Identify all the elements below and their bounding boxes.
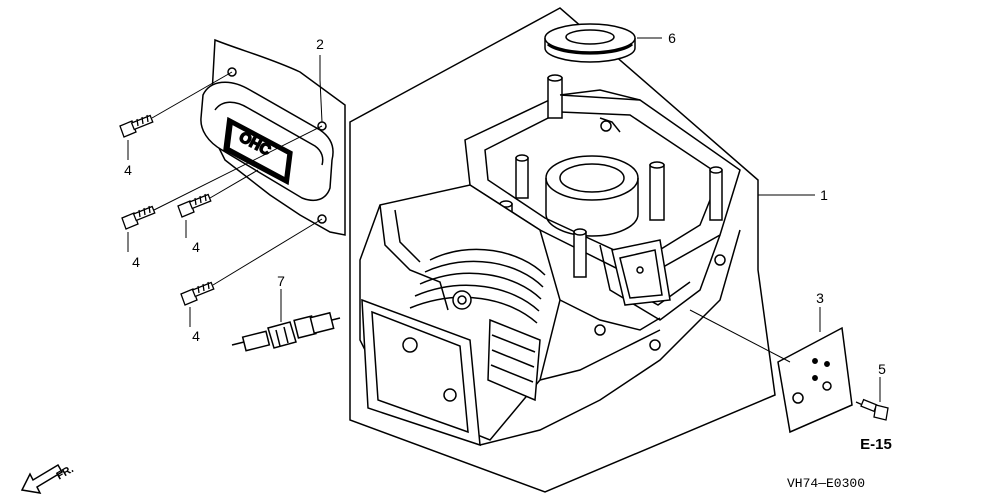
bolt-4d — [180, 281, 215, 306]
bolt-5 — [855, 398, 889, 421]
callout-4d: 4 — [192, 328, 200, 344]
oil-seal — [544, 23, 636, 63]
callout-7: 7 — [277, 273, 285, 289]
callout-2: 2 — [316, 36, 324, 52]
front-direction-arrow: FR. — [20, 463, 76, 494]
callout-4b: 4 — [132, 254, 140, 270]
leader-lines — [127, 37, 881, 402]
figure-code: VH74—E0300 — [787, 476, 865, 491]
bolt-4b — [121, 205, 156, 230]
bolt-4c — [177, 193, 212, 218]
head-cover: OHC — [200, 38, 346, 236]
reference-label: E-15 — [860, 436, 892, 453]
callout-3: 3 — [816, 290, 824, 306]
side-gasket — [777, 326, 853, 434]
callout-4c: 4 — [192, 239, 200, 255]
bolt-4a — [119, 114, 154, 138]
callout-1: 1 — [820, 187, 828, 203]
spark-plug — [231, 311, 341, 352]
callout-4a: 4 — [124, 162, 132, 178]
cylinder-block — [359, 74, 741, 447]
callout-5: 5 — [878, 361, 886, 377]
callout-6: 6 — [668, 30, 676, 46]
